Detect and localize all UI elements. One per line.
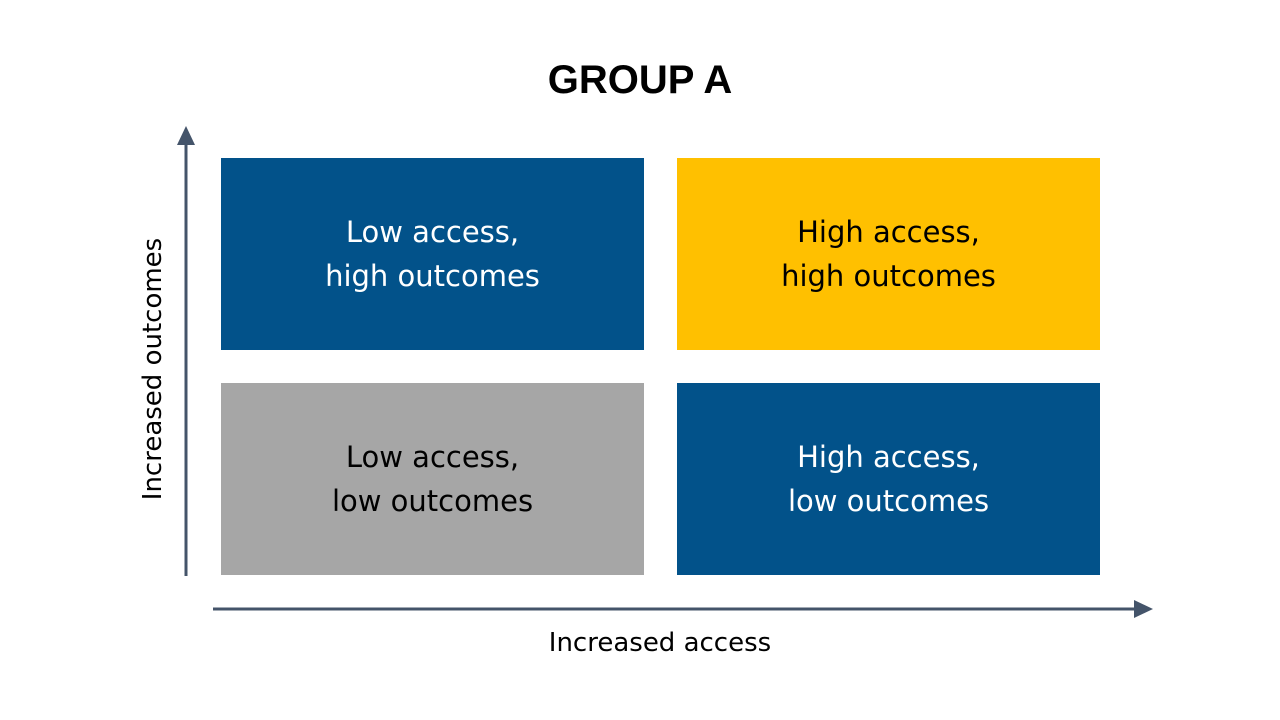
y-axis-label: Increased outcomes [138, 237, 168, 501]
quadrant-label-line1: Low access, [345, 440, 520, 474]
quadrant-high-access-high-outcomes: High access, high outcomes [677, 158, 1100, 350]
diagram-title: GROUP A [547, 58, 733, 102]
y-axis-arrowhead [177, 126, 195, 145]
x-axis-label: Increased access [548, 628, 772, 658]
quadrant-low-access-high-outcomes: Low access, high outcomes [221, 158, 644, 350]
x-axis-arrowhead [1134, 600, 1153, 618]
quadrant-low-access-low-outcomes: Low access, low outcomes [221, 383, 644, 575]
quadrant-label-line2: low outcomes [331, 484, 534, 518]
quadrant-label-line2: high outcomes [781, 259, 996, 293]
quadrant-label-line1: High access, [797, 215, 980, 249]
quadrant-label-line2: low outcomes [787, 484, 990, 518]
quadrant-label-line2: high outcomes [325, 259, 540, 293]
quadrant-high-access-low-outcomes: High access, low outcomes [677, 383, 1100, 575]
quadrant-label-line1: High access, [797, 440, 980, 474]
quadrant-label-line1: Low access, [345, 215, 520, 249]
